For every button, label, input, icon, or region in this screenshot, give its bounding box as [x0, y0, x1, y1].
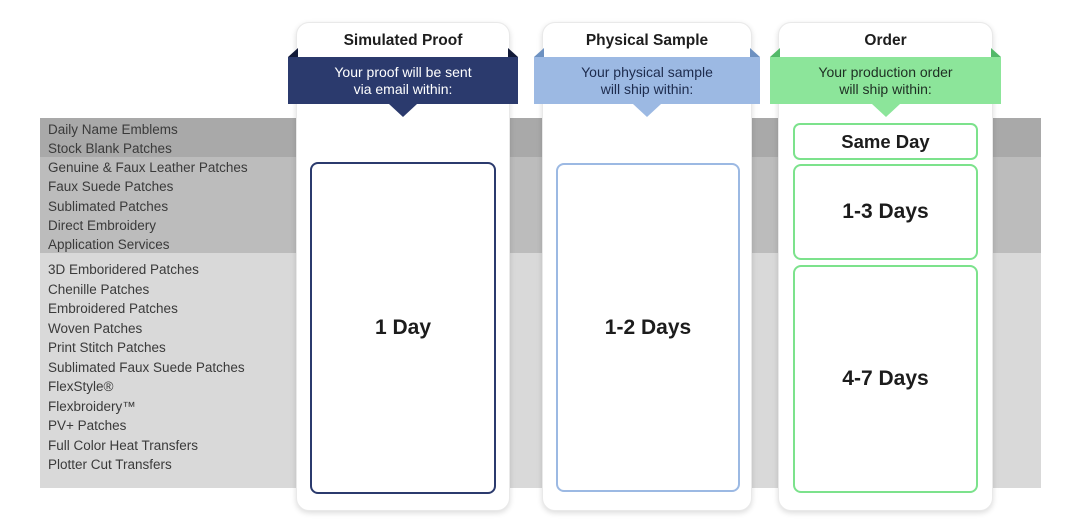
product-row: Application Services [48, 237, 170, 253]
callout-line: Your proof will be sent [334, 64, 472, 80]
physical-sample-time-box: 1-2 Days [556, 163, 740, 492]
product-list-tier1: Daily Name Emblems Stock Blank Patches [48, 118, 300, 159]
product-row: Genuine & Faux Leather Patches [48, 160, 248, 175]
product-row: Faux Suede Patches [48, 179, 174, 195]
ribbon-fold-right-icon [750, 48, 760, 57]
callout-line: Your production order [818, 64, 953, 80]
product-row: Woven Patches [48, 320, 143, 336]
product-row: Sublimated Faux Suede Patches [48, 359, 245, 375]
product-row: Direct Embroidery [48, 217, 157, 233]
product-row: 3D Emboridered Patches [48, 262, 199, 277]
time-value: 1 Day [374, 316, 432, 339]
product-row: PV+ Patches [48, 418, 127, 433]
simulated-proof-card: Simulated Proof Your proof will be sent … [288, 22, 518, 511]
physical-sample-card: Physical Sample Your physical sample wil… [534, 22, 760, 511]
order-callout: Your production order will ship within: [770, 48, 1001, 117]
callout-line: will ship within: [600, 80, 694, 97]
product-list-tier2: Genuine & Faux Leather Patches Faux Sued… [48, 157, 300, 254]
callout-line: Your physical sample [581, 64, 713, 80]
physical-sample-title: Physical Sample [585, 32, 709, 49]
product-row: Plotter Cut Transfers [48, 457, 172, 472]
product-row: FlexStyle® [48, 379, 114, 394]
simulated-proof-callout: Your proof will be sent via email within… [288, 48, 518, 117]
product-row: Sublimated Patches [48, 198, 169, 214]
product-row: Stock Blank Patches [48, 141, 172, 156]
order-title: Order [864, 32, 907, 49]
ribbon-fold-left-icon [770, 48, 780, 57]
order-time-box-tier1: Same Day [793, 123, 978, 160]
time-value: 1-2 Days [604, 315, 692, 339]
simulated-proof-title: Simulated Proof [343, 32, 463, 49]
time-value: 1-3 Days [842, 200, 929, 223]
simulated-proof-time-box: 1 Day [310, 162, 496, 494]
ribbon-fold-left-icon [534, 48, 544, 57]
callout-line: via email within: [353, 80, 453, 97]
ribbon-fold-left-icon [288, 48, 298, 57]
time-value: Same Day [841, 130, 930, 152]
order-card: Order Your production order will ship wi… [770, 22, 1001, 511]
ribbon-fold-right-icon [508, 48, 518, 57]
product-row: Print Stitch Patches [48, 340, 166, 355]
time-value: 4-7 Days [842, 367, 929, 390]
callout-pointer-icon [389, 104, 417, 117]
product-row: Full Color Heat Transfers [48, 437, 199, 453]
callout-pointer-icon [871, 104, 900, 117]
callout-line: will ship within: [839, 80, 932, 97]
order-time-box-tier3: 4-7 Days [793, 265, 978, 493]
product-row: Embroidered Patches [48, 301, 178, 316]
product-list-tier3: 3D Emboridered Patches Chenille Patches … [48, 253, 300, 495]
product-row: Daily Name Emblems [48, 122, 178, 137]
product-row: Flexbroidery™ [48, 398, 136, 414]
product-row: Chenille Patches [48, 281, 150, 297]
physical-sample-callout: Your physical sample will ship within: [534, 48, 760, 117]
ribbon-fold-right-icon [991, 48, 1001, 57]
order-time-box-tier2: 1-3 Days [793, 164, 978, 260]
callout-pointer-icon [633, 104, 661, 117]
